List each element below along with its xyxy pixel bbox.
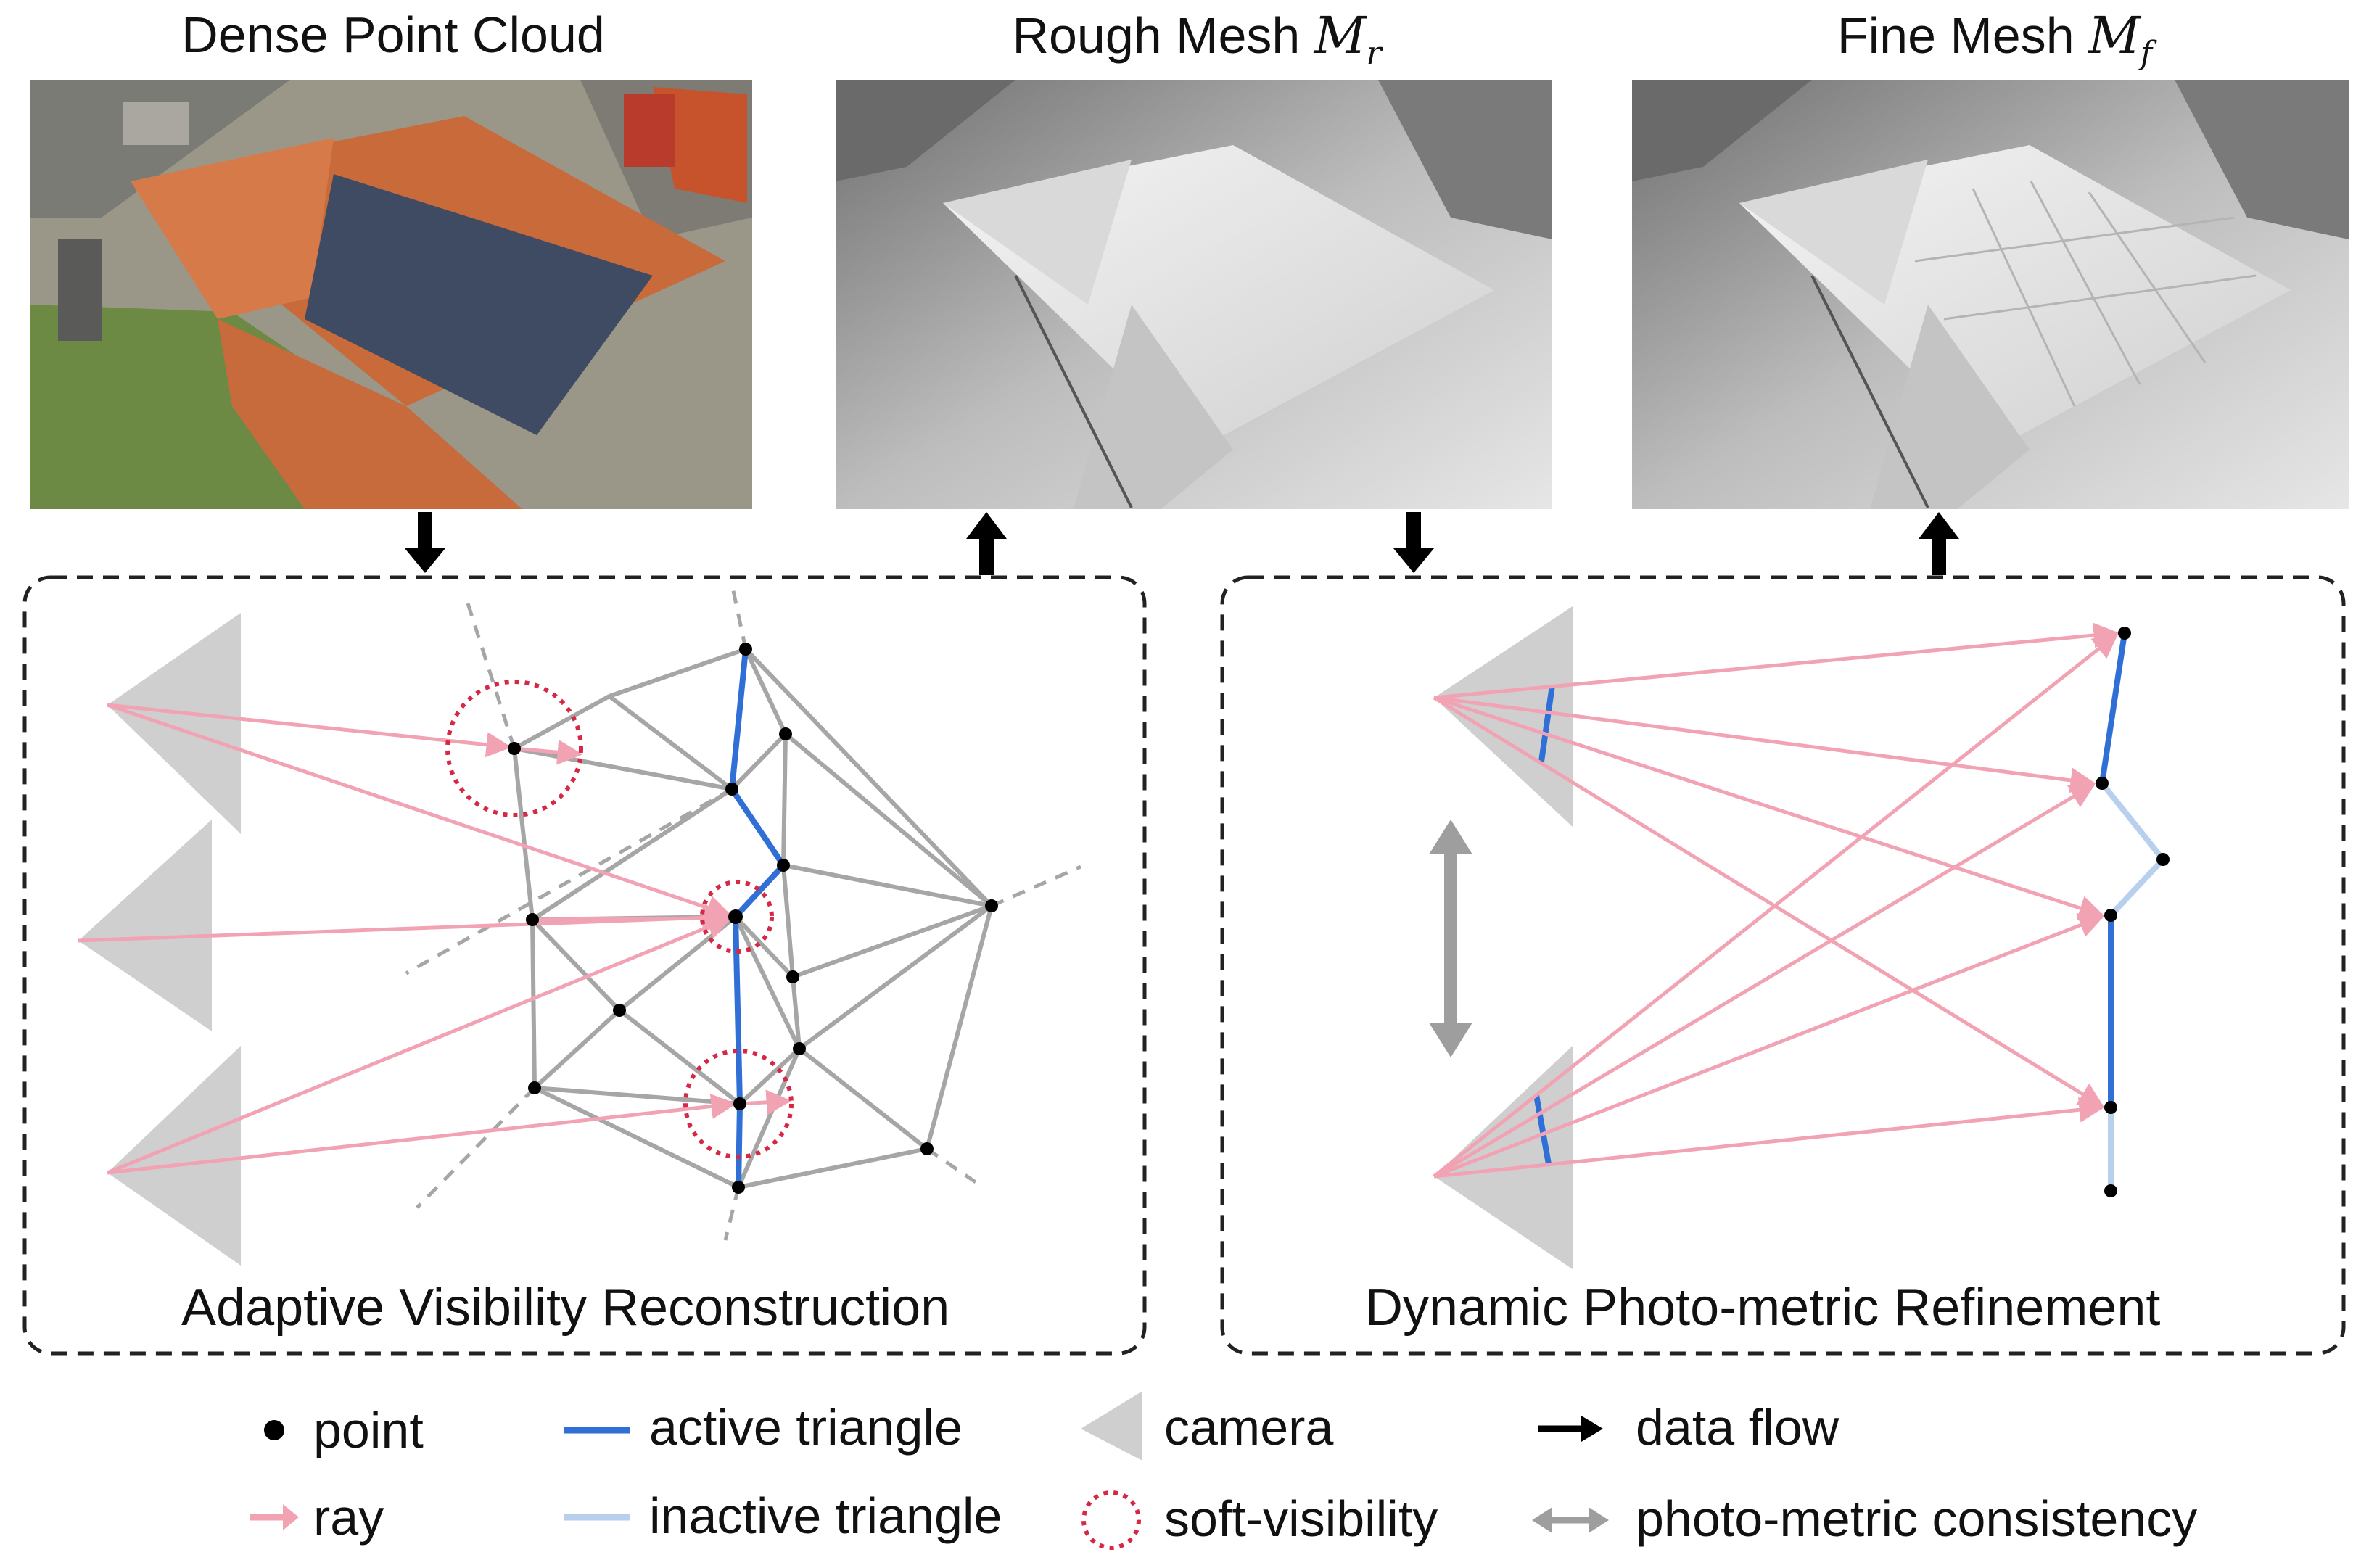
right-triangles [2099, 632, 2166, 1191]
title-rough-text: Rough Mesh [1012, 7, 1314, 64]
mesh-point [2096, 777, 2109, 790]
dense-point-cloud-image [30, 80, 752, 509]
right-panel-frame [1220, 575, 2346, 1356]
legend-point-icon [264, 1420, 284, 1440]
left-panel-label: Adaptive Visibility Reconstruction [181, 1279, 950, 1337]
legend-active-label: active triangle [649, 1399, 963, 1456]
soft-visibility-circle [683, 1049, 794, 1159]
left-points [508, 643, 998, 1194]
right-points [2096, 627, 2170, 1197]
legend-soft-visibility-icon [1082, 1490, 1141, 1550]
flow-arrow-up-1 [966, 512, 1007, 575]
flow-arrow-down-2 [1393, 512, 1434, 573]
rough-mesh-image [836, 80, 1552, 509]
mesh-point [526, 913, 539, 926]
mesh-point [728, 909, 743, 924]
camera-icon [1434, 606, 1573, 827]
camera-icon [107, 1046, 241, 1266]
mesh-point [732, 1181, 745, 1194]
title-fine-text: Fine Mesh [1837, 7, 2089, 64]
mesh-point [779, 727, 792, 740]
title-dense-text: Dense Point Cloud [181, 7, 605, 63]
mesh-point [2104, 909, 2117, 922]
left-soft-visibility-circles [445, 680, 794, 1159]
legend-ray-icon [250, 1504, 299, 1530]
left-active-triangles [729, 648, 786, 1188]
soft-visibility-circle [445, 680, 583, 817]
mesh-point [985, 899, 998, 912]
left-cameras [78, 613, 241, 1266]
fine-mesh-image [1632, 80, 2349, 509]
legend-flow-label: data flow [1636, 1399, 1839, 1456]
legend-symbols [250, 1391, 1609, 1550]
legend-data-flow-icon [1538, 1416, 1603, 1442]
title-fine-var: M [2088, 6, 2141, 65]
left-mesh-dashed-extensions [405, 587, 1082, 1241]
mesh-point [2104, 1101, 2117, 1114]
legend-ray-label: ray [313, 1489, 384, 1546]
soft-visibility-circle [700, 880, 774, 954]
legend-consistency-label: photo-metric consistency [1636, 1490, 2198, 1547]
mesh-point [725, 783, 738, 796]
mesh-point [777, 859, 790, 872]
legend-camera-label: camera [1164, 1399, 1334, 1456]
title-dense-point-cloud: Dense Point Cloud [161, 6, 625, 64]
mesh-point [2104, 1184, 2117, 1197]
mesh-point [2156, 853, 2170, 866]
legend-consistency-icon [1532, 1507, 1609, 1533]
flow-arrow-down-1 [405, 512, 445, 573]
camera-icon [107, 613, 241, 834]
mesh-point [786, 970, 799, 983]
title-fine-sub: f [2140, 35, 2153, 72]
left-mesh-edges [512, 647, 994, 1189]
mesh-point [613, 1004, 626, 1017]
mesh-point [920, 1142, 934, 1155]
mesh-point [739, 643, 752, 656]
title-rough-var: M [1314, 6, 1367, 65]
title-rough-mesh: Rough Mesh Mr [986, 6, 1407, 72]
right-rays [1433, 622, 2119, 1179]
camera-icon [78, 820, 212, 1031]
left-panel-frame [22, 575, 1147, 1356]
mesh-point [508, 742, 521, 755]
camera-icon [1434, 1046, 1573, 1269]
mesh-point [793, 1042, 806, 1055]
right-consistency-arrow [1429, 820, 1472, 1057]
legend-inactive-label: inactive triangle [649, 1487, 1002, 1544]
title-rough-sub: r [1366, 35, 1382, 72]
legend-soft-label: soft-visibility [1164, 1490, 1438, 1547]
right-camera-image-planes [1533, 685, 1555, 1165]
title-fine-mesh: Fine Mesh Mf [1792, 6, 2198, 72]
left-rays [78, 703, 792, 1175]
mesh-point [2118, 627, 2131, 640]
flow-arrow-up-2 [1919, 512, 1959, 575]
right-panel-label: Dynamic Photo-metric Refinement [1365, 1279, 2161, 1337]
mesh-point [528, 1081, 541, 1094]
legend-point-label: point [313, 1402, 424, 1458]
legend-camera-icon [1081, 1391, 1142, 1461]
mesh-point [733, 1097, 746, 1110]
data-flow-arrows [405, 512, 1959, 575]
